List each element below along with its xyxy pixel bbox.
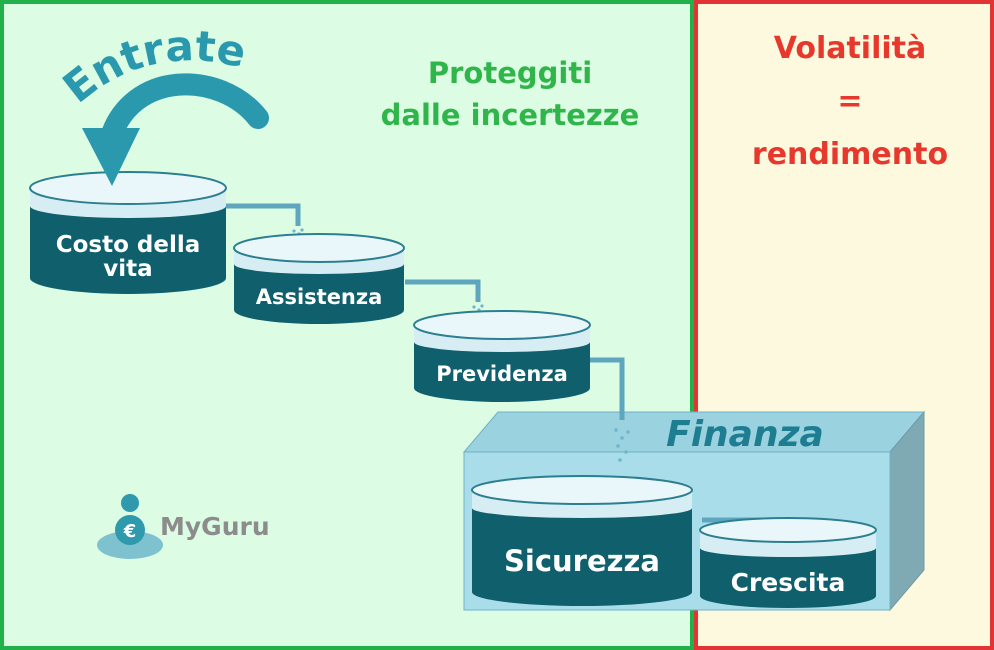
- heading-volatility-line3: rendimento: [751, 137, 949, 172]
- label-assistenza: Assistenza: [255, 285, 383, 309]
- income-arrow: Entrate: [54, 21, 269, 186]
- bucket-sicurezza: [471, 475, 693, 606]
- label-crescita: Crescita: [730, 568, 846, 597]
- label-costo-della-vita: Costo della vita: [30, 233, 226, 281]
- label-costo-line1: Costo della: [55, 232, 201, 258]
- bucket-costo-della-vita: [29, 171, 227, 294]
- label-costo-line2: vita: [103, 256, 153, 283]
- bucket-assistenza: [233, 233, 405, 324]
- euro-symbol: €: [123, 521, 137, 542]
- logo-text: MyGuru: [160, 512, 270, 541]
- heading-protection-line2: dalle incertezze: [380, 98, 640, 132]
- heading-protection-line1: Proteggiti: [427, 56, 593, 90]
- bucket-previdenza: [413, 310, 591, 402]
- label-sicurezza: Sicurezza: [504, 544, 660, 578]
- bucket-crescita: [699, 517, 877, 608]
- heading-protection: Proteggiti dalle incertezze: [360, 52, 660, 136]
- finance-box-label: Finanza: [666, 414, 824, 455]
- heading-volatility-line1: Volatilità: [773, 31, 927, 66]
- myguru-logo: €: [97, 494, 163, 559]
- heading-volatility: Volatilità = rendimento: [730, 22, 970, 181]
- label-previdenza: Previdenza: [436, 362, 568, 386]
- heading-volatility-equals: =: [837, 84, 863, 119]
